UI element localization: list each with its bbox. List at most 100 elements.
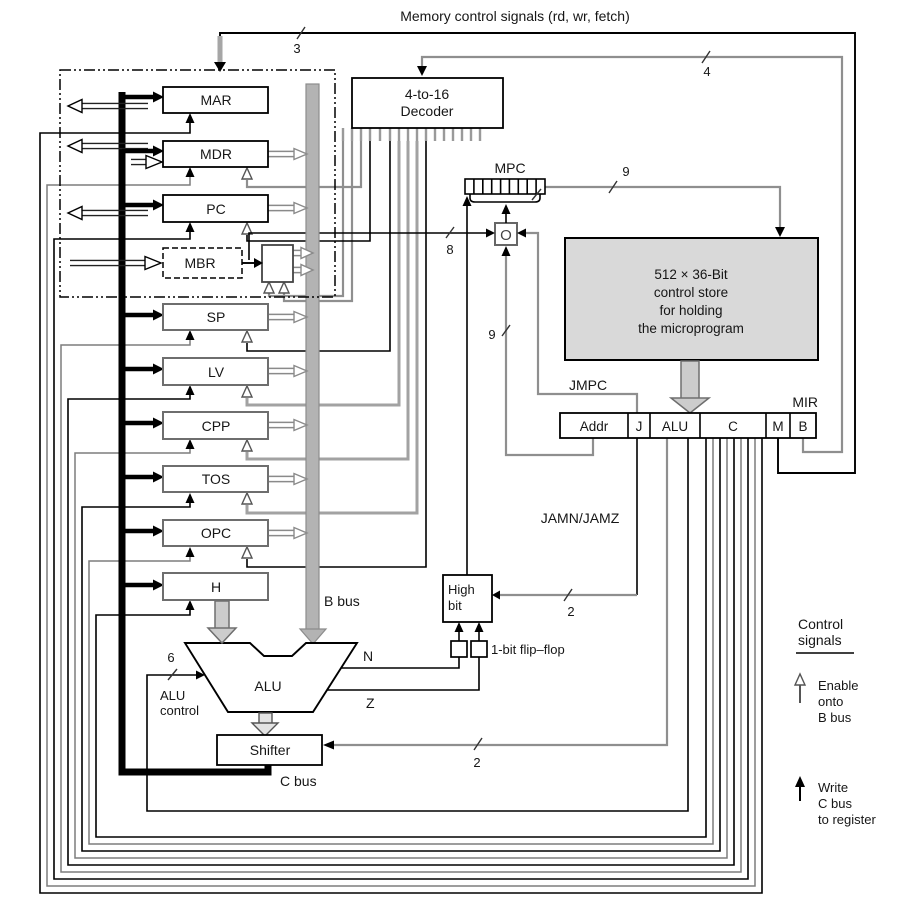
jam-wire [492,438,638,602]
mbr-to-mpc-wire [248,226,486,260]
legend-enable-2: onto [818,694,843,709]
mir-field-j: J [636,419,643,434]
mir-field-b: B [798,419,807,434]
mbr-label: MBR [184,255,215,271]
memory-to-mbr-arrow [70,255,163,271]
mir-field-c: C [728,419,738,434]
bus-width-2-jam: 2 [567,604,574,619]
legend-enable-3: B bus [818,710,852,725]
legend-write-1: Write [818,780,848,795]
mpc-label: MPC [494,160,525,176]
jmpc-wire [526,231,639,414]
addr-to-mpc-wire [501,256,595,457]
mir-field-addr: Addr [580,419,609,434]
jmpc-label: JMPC [569,377,607,393]
o-mux-label: O [500,227,512,244]
memory-to-mdr-arrow [131,154,164,170]
decoder-label-1: 4-to-16 [405,86,450,102]
opc-label: OPC [201,525,231,541]
decoder-box: 4-to-16 Decoder [351,77,504,129]
h-register [162,572,269,601]
control-store-line4: the microprogram [638,321,744,336]
legend-write-2: C bus [818,796,852,811]
b-field-to-decoder-wire [417,50,844,454]
mir-field-alu: ALU [662,419,688,434]
shifter-control-wire [323,438,669,751]
control-store: 512 × 36-Bit control store for holding t… [564,237,819,361]
bus-width-9-addr: 9 [488,327,495,342]
c-bus-label: C bus [280,773,317,789]
high-bit-label-2: bit [448,598,462,613]
alu: ALU [183,642,359,713]
pc-label: PC [206,201,225,217]
bus-width-9-mpc: 9 [622,164,629,179]
mir-register: Addr J ALU C M B [559,412,817,439]
memory-control-wire [214,26,856,474]
h-to-alu-arrow [206,600,238,645]
mdr-label: MDR [200,146,232,162]
decoder-output-stubs [341,128,482,141]
pc-to-memory-arrow [67,205,149,221]
mar-to-memory-arrow [67,98,149,114]
c-bus [118,92,272,776]
bus-width-8: 8 [446,242,453,257]
mpc-to-store-wire [545,180,785,237]
lv-register [162,357,269,386]
register-file: MAR MDR PC MBR SP LV CPP TOS OPC H [162,86,269,601]
mbr-extend-box [242,244,294,283]
cpp-label: CPP [202,418,231,434]
bus-width-2-shifter: 2 [473,755,480,770]
jamn-jamz-label: JAMN/JAMZ [541,510,620,526]
legend-title-1: Control [798,616,843,632]
store-to-mir-arrow [668,360,712,414]
c-field-write-enable-wires [39,113,763,894]
legend-write-3: to register [818,812,876,827]
opc-register [162,519,269,547]
legend-title-2: signals [798,632,842,648]
bus-width-3: 3 [293,41,300,56]
cpp-register [162,411,269,440]
legend-write-arrow [795,776,805,801]
mar-register [162,86,269,114]
tos-label: TOS [202,471,231,487]
high-bit-box: High bit [442,574,493,623]
alu-to-shifter-arrow [250,712,280,737]
decoder-label-2: Decoder [401,103,454,119]
lv-label: LV [208,364,225,380]
control-store-line3: for holding [659,303,722,318]
shifter-box: Shifter [216,734,323,766]
bus-width-4: 4 [703,64,710,79]
memory-control-signals-label: Memory control signals (rd, wr, fetch) [400,8,630,24]
n-flag-label: N [363,648,373,664]
alu-nz-wires [327,622,484,691]
alu-label: ALU [254,678,281,694]
high-bit-to-mpc-wire [462,196,472,575]
legend-control-signals: Control signals Enable onto B bus Write … [793,616,876,827]
mar-label: MAR [200,92,231,108]
alu-control-label: ALU [160,688,185,703]
mir-field-m: M [772,419,783,434]
shifter-label: Shifter [250,742,291,758]
z-flag-label: Z [366,695,375,711]
flip-flop-label: 1-bit flip–flop [491,642,565,657]
high-bit-label-1: High [448,582,475,597]
b-bus [298,83,328,645]
c-bus-branch-arrows [122,92,164,591]
control-store-line2: control store [654,285,728,300]
tos-register [162,465,269,493]
mpc-mux: O [486,204,526,256]
legend-enable-1: Enable [818,678,858,693]
control-store-line1: 512 × 36-Bit [654,267,727,282]
alu-control-label-2: control [160,703,199,718]
mpc-register [464,178,546,203]
memory-port-arrows [67,98,164,271]
bus-width-6: 6 [167,650,174,665]
b-bus-label: B bus [324,593,360,609]
legend-enable-arrow [793,672,807,703]
alu-control-wire [146,438,689,812]
sp-label: SP [207,309,226,325]
h-label: H [211,579,221,595]
flip-flops [450,640,488,658]
